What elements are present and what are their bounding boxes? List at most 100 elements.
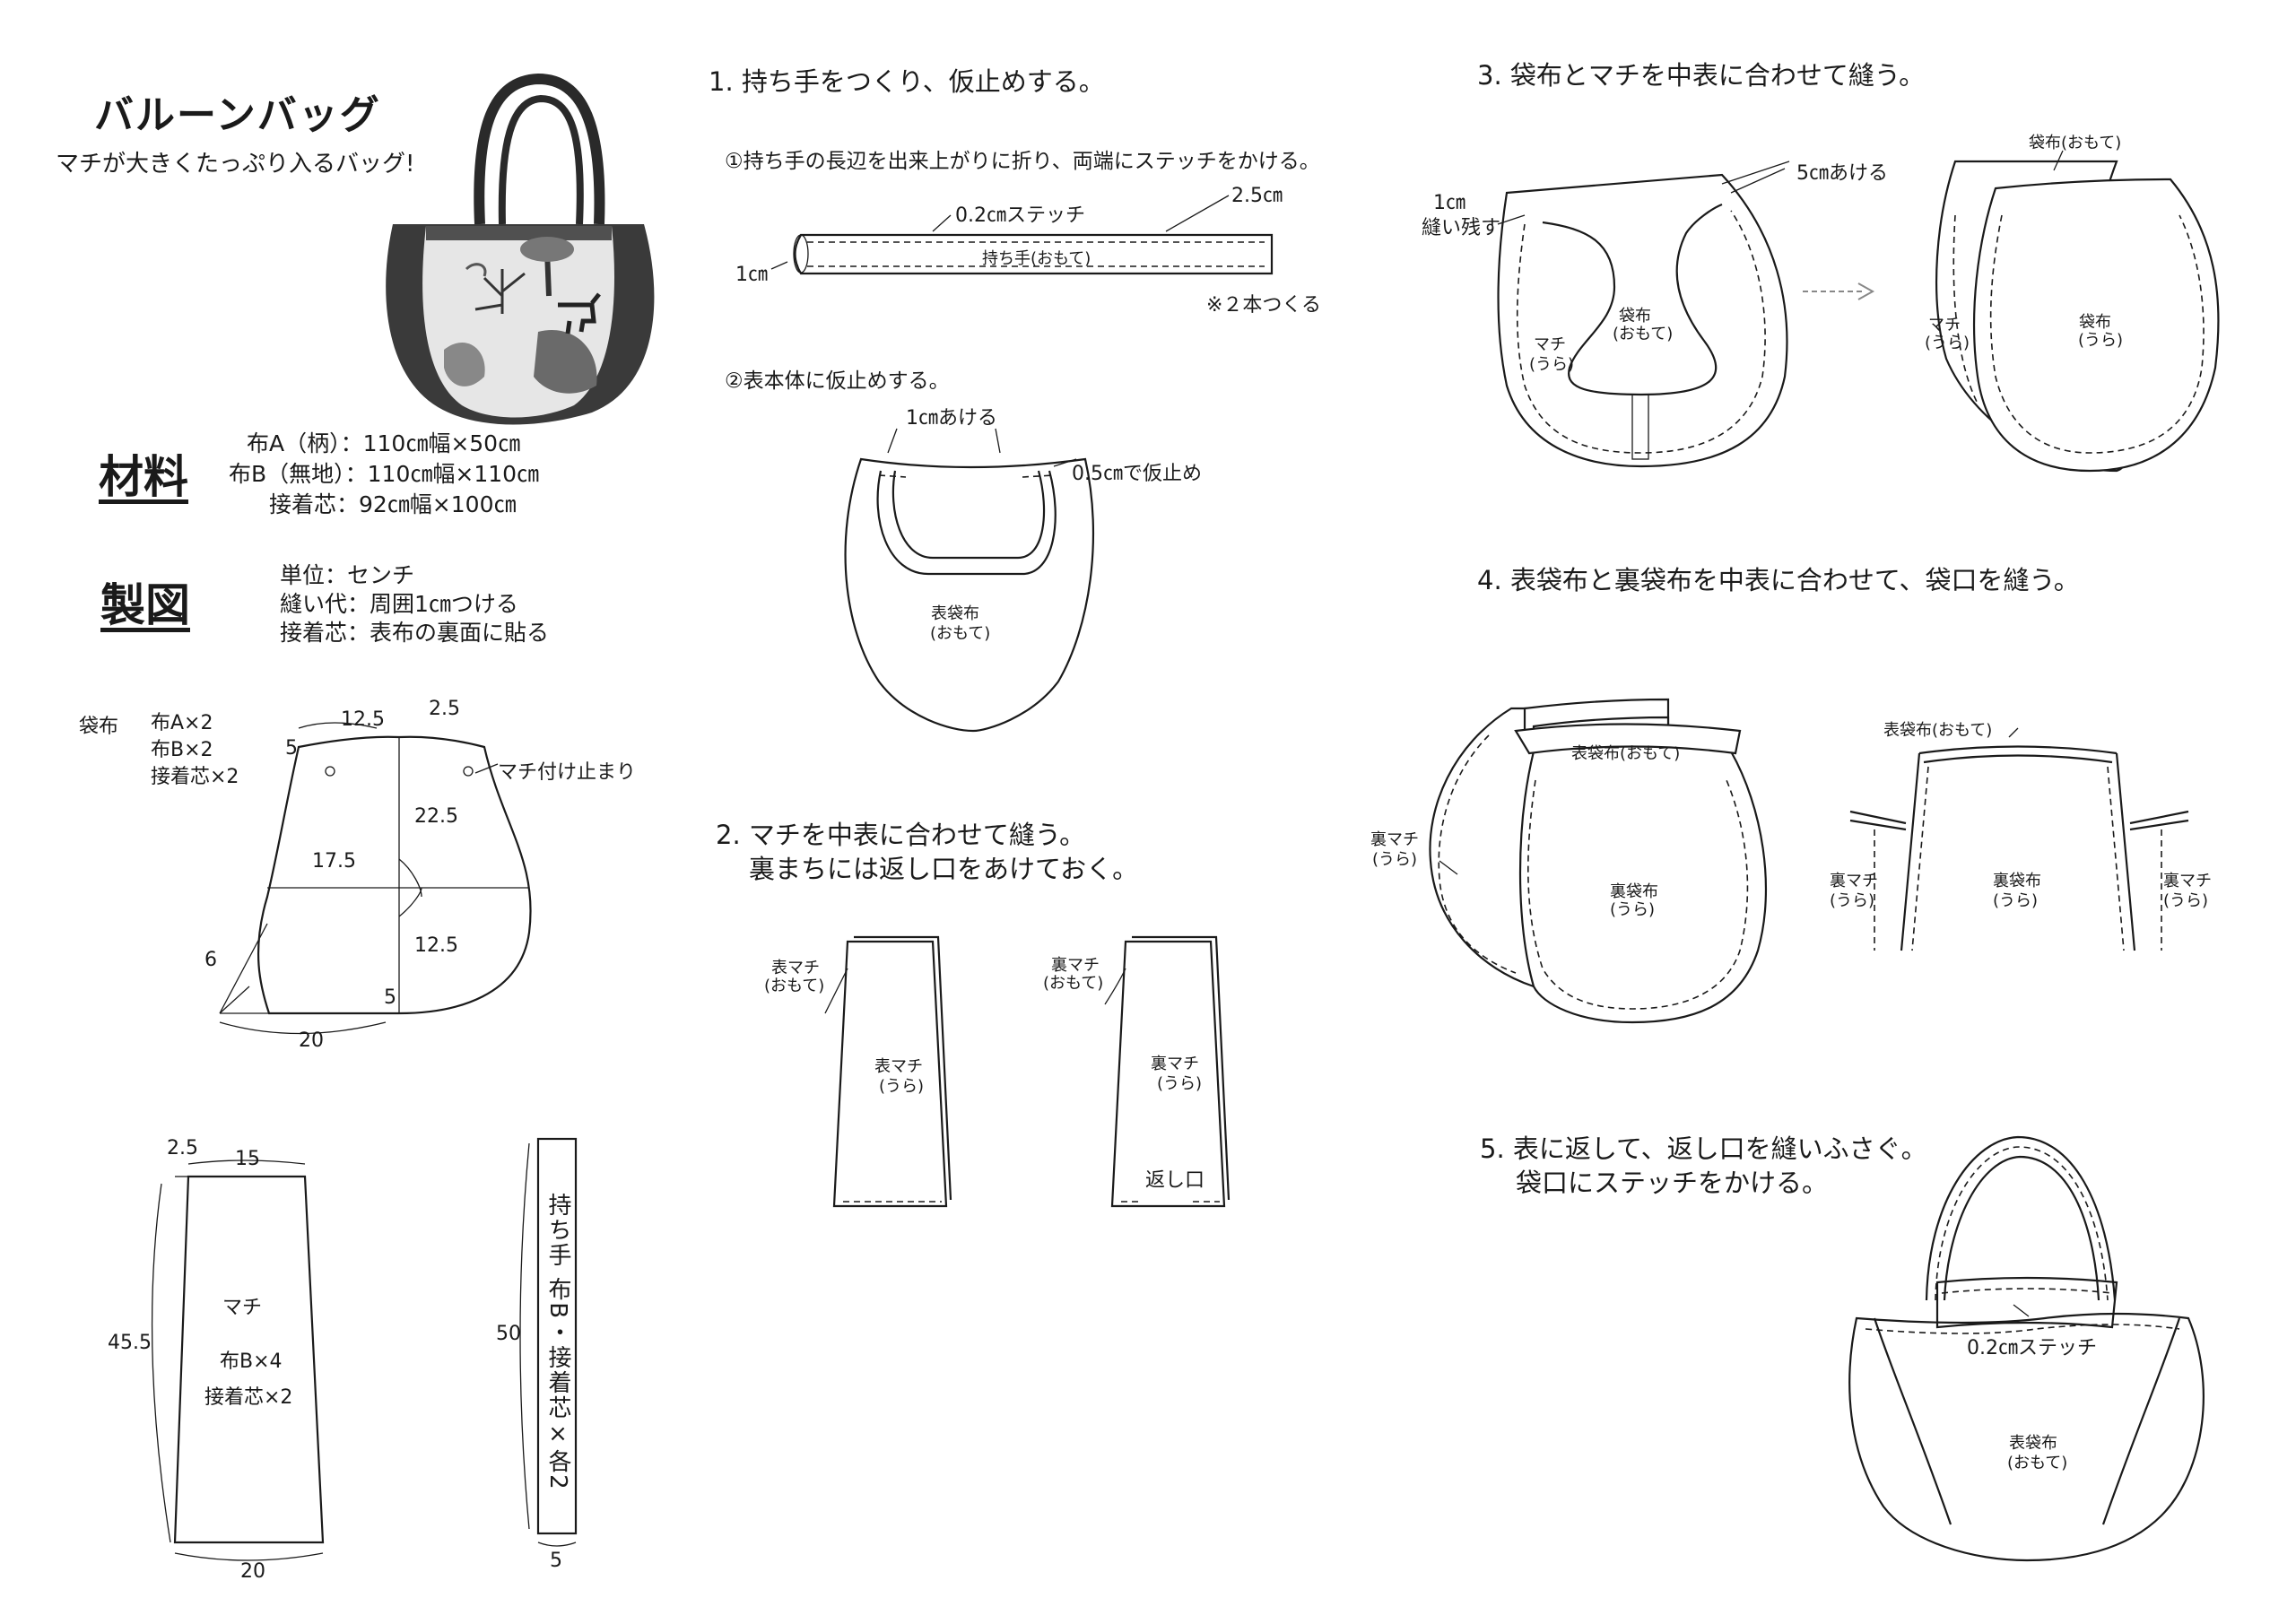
step1-fold: 1㎝ [735, 264, 768, 286]
step1-sub2: ②表本体に仮止めする。 [725, 369, 950, 393]
dim-bottom: 20 [299, 1029, 324, 1052]
drafting-line-2: 縫い代：周囲1㎝つける [280, 591, 518, 617]
bag-photo-image [386, 73, 655, 425]
bag-count-2: 布B×2 [151, 739, 213, 761]
gusset-name: マチ [222, 1297, 263, 1319]
step4-right-mid: 裏袋布 [1993, 872, 2041, 890]
bag-count-3: 接着芯×2 [151, 766, 239, 788]
page-subtitle: マチが大きくたっぷり入るバッグ! [56, 151, 415, 178]
step4-left-bag: 裏袋布 [1610, 882, 1658, 901]
step5-title2: 袋口にステッチをかける。 [1516, 1168, 1829, 1198]
step1-width: 2.5㎝ [1231, 185, 1283, 207]
step3-leave2: 縫い残す [1422, 217, 1501, 239]
materials-heading: 材料 [99, 451, 188, 503]
step3-title: 3. 袋布とマチを中表に合わせて縫う。 [1477, 60, 1926, 91]
dim-side: 5 [285, 737, 298, 760]
step4-right-right-side: (うら) [2163, 891, 2209, 910]
bag-pattern-label: 袋布 [79, 716, 119, 738]
step1-sub1: ①持ち手の長辺を出来上がりに折り、両端にステッチをかける。 [725, 150, 1320, 173]
step5-title: 5. 表に返して、返し口を縫いふさぐ。 [1480, 1133, 1927, 1164]
step3-right-bag: 袋布 [2079, 313, 2111, 332]
drafting-line-3: 接着芯：表布の裏面に貼る [280, 620, 550, 646]
dim-bottom-offset: 5 [384, 986, 396, 1009]
materials-line-1: 布A（柄）：110㎝幅×50㎝ [247, 430, 521, 456]
step2-left-tag-side: (おもて) [764, 977, 825, 995]
step5-bag: 表袋布 [2009, 1434, 2057, 1453]
step3-right-top: 袋布(おもて) [2029, 134, 2122, 152]
drafting-heading: 製図 [100, 579, 190, 631]
dim-curve: 6 [204, 949, 217, 971]
dim-top: 12.5 [341, 708, 385, 731]
step4-left-gusset-side: (うら) [1372, 850, 1418, 869]
step4-right-left-side: (うら) [1830, 891, 1875, 910]
step2-title: 2. マチを中表に合わせて縫う。 [716, 820, 1086, 850]
gusset-pattern [151, 1159, 325, 1561]
bag-body-pattern [219, 722, 532, 1035]
step4-right-diagram [1849, 727, 2189, 951]
step1-bag-body [844, 428, 1095, 733]
step1-handle-label: 持ち手(おもて) [982, 249, 1091, 268]
step2-title2: 裏まちには返し口をあけておく。 [749, 854, 1139, 884]
step3-bag: 袋布 [1619, 307, 1651, 326]
step2-left-inner-side: (うら) [879, 1077, 925, 1096]
step1-body-label: 表袋布 [931, 604, 979, 623]
handle-dim-length: 50 [496, 1323, 521, 1345]
gusset-count-2: 接着芯×2 [204, 1386, 293, 1409]
step4-left-bag-side: (うら) [1610, 900, 1656, 919]
step3-bag-side: (おもて) [1613, 325, 1674, 343]
dim-height-upper: 22.5 [414, 805, 458, 828]
step2-right-tag: 裏マチ [1051, 956, 1100, 975]
step2-left-inner: 表マチ [874, 1057, 923, 1076]
step3-right-bag-side: (うら) [2078, 331, 2124, 350]
dim-corner: 2.5 [429, 698, 460, 720]
step1-stitch: 0.2㎝ステッチ [955, 204, 1085, 227]
step3-right-diagram [1935, 150, 2220, 473]
dim-height-lower: 12.5 [414, 934, 458, 957]
bag-count-1: 布A×2 [151, 712, 213, 734]
step1-note: ※２本つくる [1206, 294, 1321, 317]
gusset-dim-bottom: 20 [240, 1560, 265, 1583]
step2-right-inner-side: (うら) [1157, 1074, 1203, 1093]
gusset-count-1: 布B×4 [220, 1350, 283, 1373]
materials-line-2: 布B（無地）：110㎝幅×110㎝ [229, 461, 540, 487]
step3-gusset-side: (うら) [1529, 355, 1575, 374]
page-title: バルーンバッグ [94, 92, 381, 138]
step4-right-top: 表袋布(おもて) [1883, 721, 1993, 740]
step2-left-tag: 表マチ [771, 959, 820, 977]
step2-right-inner: 裏マチ [1151, 1055, 1199, 1073]
step2-gussets [824, 935, 1231, 1208]
dim-half-width: 17.5 [312, 850, 356, 873]
gusset-dim-corner: 2.5 [167, 1137, 198, 1159]
handle-pattern-text: 持ち手 布B・接着芯×各2 [544, 1193, 571, 1491]
step4-right-right: 裏マチ [2163, 872, 2212, 890]
step2-right-tag-side: (おもて) [1043, 974, 1104, 993]
step5-finished-bag [1848, 1135, 2205, 1562]
handle-dim-width: 5 [550, 1550, 562, 1572]
step3-left-diagram [1497, 161, 1790, 468]
step1-title: 1. 持ち手をつくり、仮止めする。 [709, 66, 1105, 97]
step3-open5: 5㎝あける [1796, 162, 1888, 185]
step3-right-gusset-side: (うら) [1925, 334, 1970, 352]
step4-right-mid-side: (うら) [1993, 891, 2039, 910]
step2-opening: 返し口 [1145, 1169, 1205, 1192]
step1-open: 1㎝あける [906, 407, 997, 430]
gusset-dim-height: 45.5 [108, 1332, 152, 1354]
step4-left-top: 表袋布(おもて) [1571, 744, 1681, 763]
step4-title: 4. 表袋布と裏袋布を中表に合わせて、袋口を縫う。 [1477, 565, 2080, 595]
step1-body-side: (おもて) [930, 624, 991, 643]
step4-right-left: 裏マチ [1830, 872, 1878, 890]
gusset-stop-note: マチ付け止まり [498, 761, 637, 784]
step3-arrow-icon [1803, 282, 1875, 300]
materials-line-3: 接着芯：92㎝幅×100㎝ [269, 491, 517, 517]
step1-baste: 0.5㎝で仮止め [1072, 463, 1202, 485]
gusset-dim-top: 15 [235, 1148, 260, 1170]
step5-stitch: 0.2㎝ステッチ [1967, 1337, 2097, 1359]
handle-pattern [519, 1137, 578, 1547]
step1-handle-strip [770, 195, 1274, 275]
step5-bag-side: (おもて) [2007, 1454, 2068, 1472]
step4-left-gusset: 裏マチ [1370, 830, 1419, 849]
step3-leave: 1㎝ [1433, 192, 1465, 214]
step3-gusset: マチ [1534, 335, 1566, 354]
